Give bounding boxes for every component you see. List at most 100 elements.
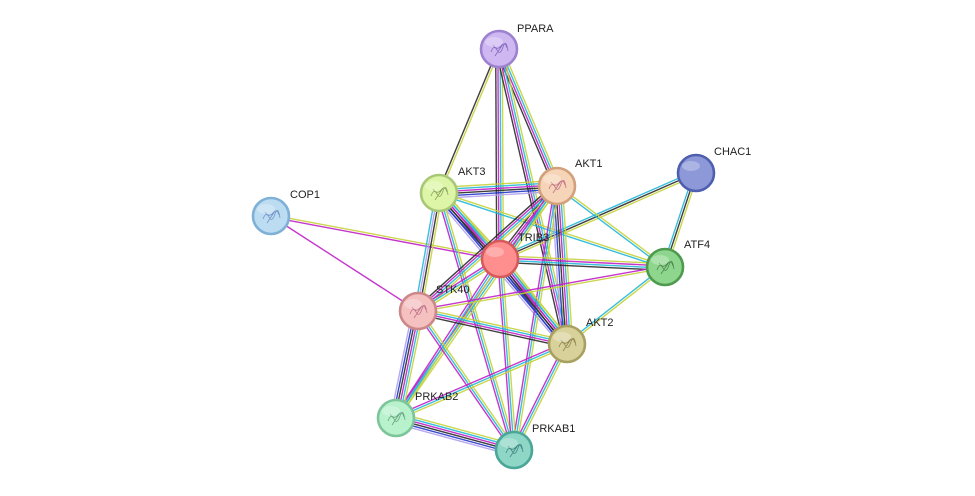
edge-evidence-databases xyxy=(499,259,665,269)
structure-icon xyxy=(490,42,509,57)
edge-evidence-databases xyxy=(499,48,559,186)
edge-evidence-text-mining xyxy=(271,214,501,259)
edge-stk40-prkab1[interactable] xyxy=(415,309,517,452)
node-trib3[interactable]: TRIB3 xyxy=(480,232,549,279)
edge-evidence-experiments xyxy=(500,257,666,267)
node-highlight xyxy=(500,438,518,448)
node-highlight xyxy=(425,181,443,191)
edge-evidence-text-mining xyxy=(501,48,504,259)
edge-evidence-text-mining xyxy=(567,267,667,346)
structure-icon xyxy=(505,443,524,458)
edge-evidence-text-mining xyxy=(557,184,667,267)
node-label: PPARA xyxy=(517,23,554,35)
edge-trib3-prkab1[interactable] xyxy=(497,258,517,451)
node-circle xyxy=(376,398,416,438)
structure-icon xyxy=(430,186,449,201)
node-chac1[interactable]: CHAC1 xyxy=(676,146,751,193)
node-prkab1[interactable]: PRKAB1 xyxy=(494,423,575,470)
node-label: CHAC1 xyxy=(714,146,751,158)
edge-prkab2-prkab1[interactable] xyxy=(394,412,516,456)
node-prkab2[interactable]: PRKAB2 xyxy=(376,391,458,438)
structure-icon xyxy=(262,209,281,224)
node-cop1[interactable]: COP1 xyxy=(251,189,320,236)
edge-evidence-databases xyxy=(438,182,557,191)
node-highlight xyxy=(382,406,400,416)
edge-cop1-trib3[interactable] xyxy=(270,214,501,261)
node-label: STK40 xyxy=(436,284,470,296)
edge-ppara-trib3[interactable] xyxy=(495,48,504,260)
edge-evidence-text-mining xyxy=(501,258,517,450)
edge-evidence-coexpression xyxy=(499,261,665,271)
edge-evidence-experiments xyxy=(511,185,556,450)
node-label: AKT1 xyxy=(575,158,603,170)
edge-evidence-experiments xyxy=(497,49,567,345)
node-highlight xyxy=(257,204,275,214)
edge-akt1-atf4[interactable] xyxy=(555,184,667,269)
edge-evidence-experiments xyxy=(394,341,567,417)
edge-evidence-databases xyxy=(555,186,665,269)
node-label: COP1 xyxy=(290,189,320,201)
edge-evidence-coexpression xyxy=(395,418,514,452)
node-circle xyxy=(398,291,438,331)
node-circle xyxy=(251,196,291,236)
edge-evidence-databases xyxy=(499,258,515,451)
edge-evidence-experiments xyxy=(270,215,419,312)
edge-ppara-akt3[interactable] xyxy=(437,48,501,194)
edge-evidence-text-mining xyxy=(500,255,666,265)
edge-evidence-experiments xyxy=(415,311,513,452)
node-highlight xyxy=(404,299,422,309)
node-akt1[interactable]: AKT1 xyxy=(537,158,603,206)
edge-evidence-text-mining xyxy=(397,186,560,420)
edge-evidence-databases xyxy=(417,310,515,451)
node-akt2[interactable]: AKT2 xyxy=(547,317,614,364)
edge-evidence-databases xyxy=(499,48,569,344)
edge-evidence-text-mining xyxy=(418,267,666,313)
edge-evidence-text-mining xyxy=(397,412,516,446)
node-label: PRKAB1 xyxy=(532,423,575,435)
edge-stk40-akt2[interactable] xyxy=(417,307,568,348)
edge-ppara-akt1[interactable] xyxy=(495,47,561,188)
node-akt3[interactable]: AKT3 xyxy=(419,166,486,213)
node-circle xyxy=(419,173,459,213)
edge-evidence-databases xyxy=(395,258,501,419)
edge-evidence-databases xyxy=(513,185,558,451)
edge-evidence-homology xyxy=(439,190,558,200)
edge-trib3-prkab2[interactable] xyxy=(393,257,503,420)
edge-akt2-prkab2[interactable] xyxy=(394,341,569,421)
edge-evidence-databases xyxy=(418,309,568,344)
edge-trib3-atf4[interactable] xyxy=(499,255,666,271)
edge-evidence-databases xyxy=(438,192,515,451)
node-highlight xyxy=(682,161,700,171)
edge-akt3-stk40[interactable] xyxy=(414,192,443,312)
edge-evidence-databases xyxy=(395,343,568,419)
edge-akt2-prkab1[interactable] xyxy=(511,342,570,452)
edge-evidence-homology xyxy=(394,422,513,456)
node-ppara[interactable]: PPARA xyxy=(479,23,554,69)
edge-akt1-prkab1[interactable] xyxy=(511,185,560,451)
node-circle xyxy=(676,153,716,193)
node-highlight xyxy=(543,174,561,184)
edge-evidence-text-mining xyxy=(418,307,568,342)
edge-evidence-coexpression xyxy=(495,49,498,260)
node-highlight xyxy=(651,255,669,265)
node-label: TRIB3 xyxy=(518,232,549,244)
edge-evidence-experiments xyxy=(417,265,665,311)
edge-ppara-akt2[interactable] xyxy=(495,48,571,345)
edge-atf4-akt2[interactable] xyxy=(565,265,667,346)
edge-evidence-homology xyxy=(416,192,439,311)
edge-evidence-coexpression xyxy=(417,313,567,348)
edge-evidence-text-mining xyxy=(515,344,570,452)
edge-evidence-databases xyxy=(565,265,665,344)
edge-evidence-text-mining xyxy=(396,345,569,421)
edge-layer xyxy=(270,47,699,456)
edge-evidence-coexpression xyxy=(495,49,565,345)
edge-akt3-akt1[interactable] xyxy=(438,179,558,200)
edge-evidence-cooccurrence xyxy=(439,188,558,197)
edge-evidence-text-mining xyxy=(420,193,443,312)
node-atf4[interactable]: ATF4 xyxy=(645,239,710,287)
edge-cop1-stk40[interactable] xyxy=(270,215,419,312)
edge-evidence-text-mining xyxy=(419,309,517,450)
edge-atf4-stk40[interactable] xyxy=(417,265,666,313)
node-stk40[interactable]: STK40 xyxy=(398,284,470,331)
